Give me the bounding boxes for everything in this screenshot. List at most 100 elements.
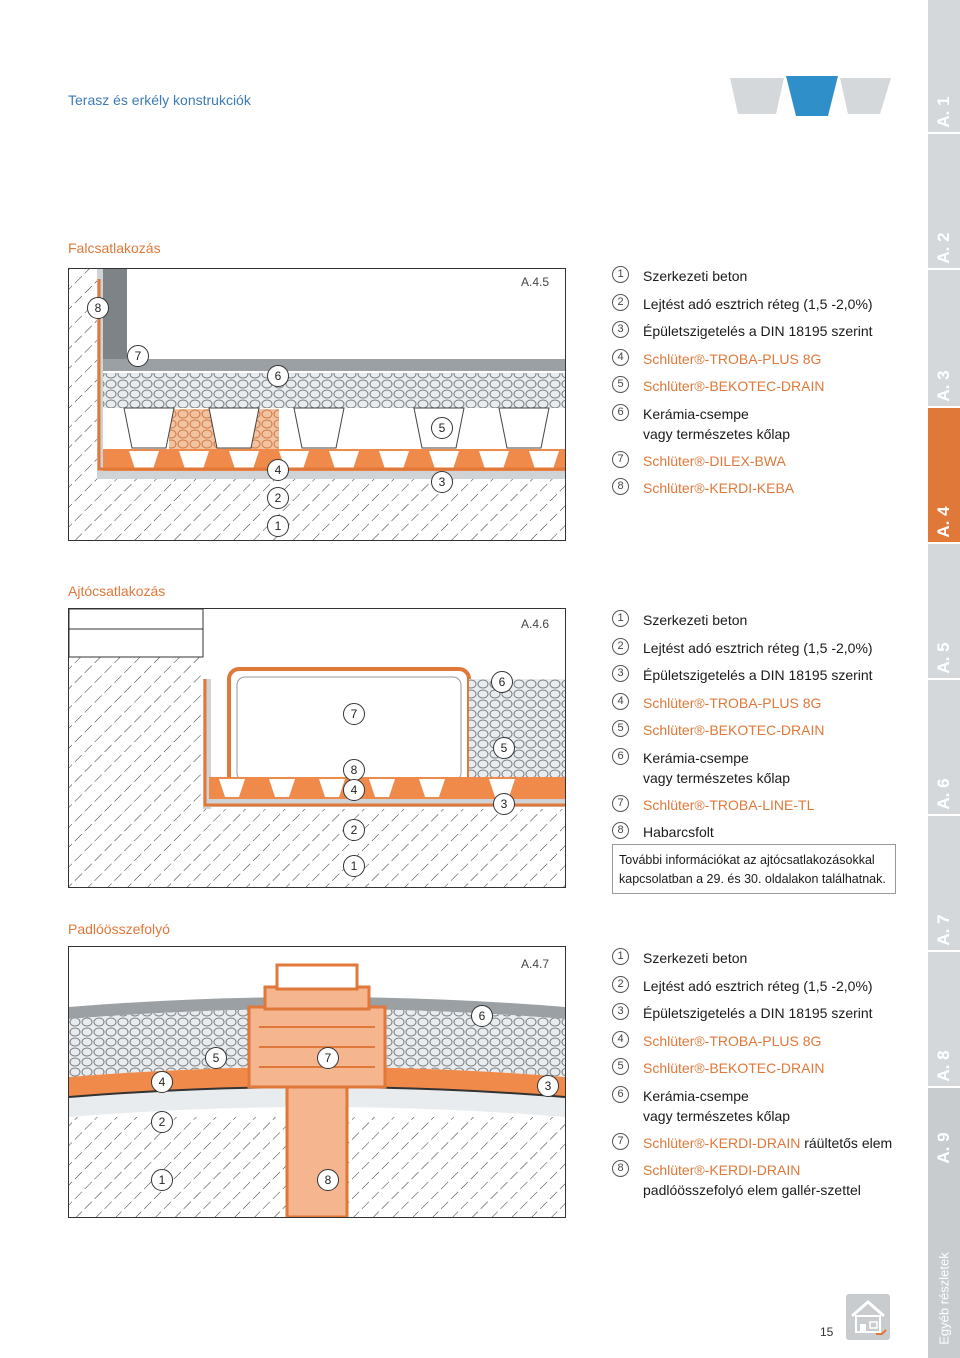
callout-2: 2 [267, 487, 289, 509]
callout-5: 5 [493, 737, 515, 759]
legend-text-line2: vagy természetes kőlap [643, 425, 791, 442]
section-title-wall: Falcsatlakozás [68, 240, 161, 256]
legend-text: Schlüter®-KERDI-DRAIN ráültetős elem [643, 1133, 892, 1153]
callout-8: 8 [343, 759, 365, 781]
info-note: További információkat az ajtócsatlakozás… [612, 844, 896, 894]
legend-text: Épületszigetelés a DIN 18195 szerint [643, 1005, 873, 1021]
legend-text: Schlüter®-BEKOTEC-DRAIN [643, 1060, 825, 1076]
diagram-door-connection: A.4.6 6 7 5 8 4 3 2 1 [68, 608, 566, 888]
figure-code: A.4.5 [521, 275, 550, 289]
tab-a2[interactable]: A. 2 [928, 134, 960, 270]
page-header-title: Terasz és erkély konstrukciók [68, 92, 251, 108]
legend-number: 5 [612, 376, 629, 393]
section-title-door: Ajtócsatlakozás [68, 583, 166, 599]
legend-text: Schlüter®-KERDI-KEBA [643, 480, 795, 496]
tab-label: A. 3 [934, 370, 953, 402]
legend-number: 6 [612, 1085, 629, 1103]
callout-6: 6 [471, 1005, 493, 1027]
legend-text-brand: Schlüter®-KERDI-DRAIN [643, 1134, 801, 1151]
tab-a5[interactable]: A. 5 [928, 544, 960, 680]
tab-a1[interactable]: A. 1 [928, 0, 960, 134]
callout-7: 7 [343, 703, 365, 725]
legend-text: Schlüter®-TROBA-PLUS 8G [643, 350, 822, 367]
callout-5: 5 [205, 1047, 227, 1069]
legend-text: Schlüter®-TROBA-LINE-TL [643, 796, 815, 813]
figure-code: A.4.7 [521, 957, 550, 971]
legend-number: 5 [612, 1058, 629, 1075]
legend-text-line1: Kerámia-csempe [643, 405, 749, 422]
callout-1: 1 [267, 515, 289, 537]
callout-2: 2 [151, 1111, 173, 1133]
callout-8: 8 [317, 1169, 339, 1191]
legend-number: 4 [612, 1030, 629, 1048]
tab-a8[interactable]: A. 8 [928, 952, 960, 1088]
legend-number: 4 [612, 692, 629, 710]
legend-number: 6 [612, 747, 629, 765]
callout-3: 3 [493, 793, 515, 815]
legend-text: Schlüter®-BEKOTEC-DRAIN [643, 378, 825, 394]
callout-1: 1 [151, 1169, 173, 1191]
tab-label: A. 5 [934, 642, 953, 674]
legend-text-line1: Kerámia-csempe [643, 749, 749, 766]
legend-number: 7 [612, 794, 629, 812]
callout-4: 4 [151, 1071, 173, 1093]
legend-text-line2: vagy természetes kőlap [643, 769, 791, 786]
legend-text: Schlüter®-DILEX-BWA [643, 452, 786, 469]
section-title-drain: Padlóösszefolyó [68, 921, 170, 937]
legend-text-line1: Schlüter®-KERDI-DRAIN [643, 1162, 801, 1178]
legend-number: 2 [612, 637, 629, 655]
tab-label: A. 6 [934, 778, 953, 810]
legend-text: Szerkezeti beton [643, 950, 748, 966]
callout-2: 2 [343, 819, 365, 841]
legend-number: 3 [612, 665, 629, 682]
callout-6: 6 [267, 365, 289, 387]
tab-a9[interactable]: Egyéb részletek A. 9 [928, 1088, 960, 1358]
legend-text: Schlüter®-TROBA-PLUS 8G [643, 694, 822, 711]
legend-text: Épületszigetelés a DIN 18195 szerint [643, 667, 873, 683]
legend-text: Szerkezeti beton [643, 268, 748, 284]
tab-a7[interactable]: A. 7 [928, 816, 960, 952]
callout-7: 7 [127, 345, 149, 367]
home-icon[interactable] [846, 1294, 890, 1340]
legend-text: Schlüter®-TROBA-PLUS 8G [643, 1032, 822, 1049]
legend-number: 7 [612, 1132, 629, 1150]
header-trapezoid-icon [730, 76, 891, 116]
legend-number: 6 [612, 403, 629, 421]
legend-text-line2: padlóösszefolyó elem gallér-szettel [643, 1182, 861, 1198]
callout-3: 3 [431, 471, 453, 493]
legend-text: Kerámia-csempe vagy természetes kőlap [643, 404, 790, 444]
tab-label: A. 9 [934, 1132, 953, 1164]
legend-text: Lejtést adó esztrich réteg (1,5 -2,0%) [643, 295, 873, 312]
floor-drain-drawing [69, 963, 565, 1217]
legend-number: 3 [612, 1003, 629, 1020]
tab-a3[interactable]: A. 3 [928, 270, 960, 408]
legend-number: 8 [612, 478, 629, 495]
callout-1: 1 [343, 855, 365, 877]
callout-8: 8 [87, 297, 109, 319]
tab-a4[interactable]: A. 4 [928, 408, 960, 544]
legend-number: 4 [612, 348, 629, 366]
legend-number: 1 [612, 948, 629, 965]
tab-label-other-details: Egyéb részletek [936, 1252, 952, 1345]
figure-code: A.4.6 [521, 617, 550, 631]
legend-text: Habarcsfolt [643, 824, 714, 840]
legend-text-suffix: ráültetős elem [800, 1134, 893, 1151]
callout-4: 4 [267, 459, 289, 481]
page-number: 15 [820, 1325, 834, 1339]
legend-text: Épületszigetelés a DIN 18195 szerint [643, 323, 873, 339]
legend-number: 1 [612, 610, 629, 627]
tab-label: A. 4 [934, 506, 953, 538]
legend-number: 2 [612, 293, 629, 311]
tab-label: A. 2 [934, 232, 953, 264]
legend-text-line1: Kerámia-csempe [643, 1087, 749, 1104]
legend-text: Kerámia-csempe vagy természetes kőlap [643, 748, 790, 788]
legend-text: Szerkezeti beton [643, 612, 748, 628]
diagram-wall-connection: A.4.5 8 7 6 5 4 3 2 1 [68, 268, 566, 541]
legend-number: 5 [612, 720, 629, 737]
tab-label: A. 8 [934, 1050, 953, 1082]
legend-text: Lejtést adó esztrich réteg (1,5 -2,0%) [643, 639, 873, 656]
tab-a6[interactable]: A. 6 [928, 680, 960, 816]
tab-label: A. 1 [934, 96, 953, 128]
diagram-floor-drain: A.4.7 6 5 7 4 3 2 1 8 [68, 946, 566, 1218]
callout-6: 6 [491, 671, 513, 693]
